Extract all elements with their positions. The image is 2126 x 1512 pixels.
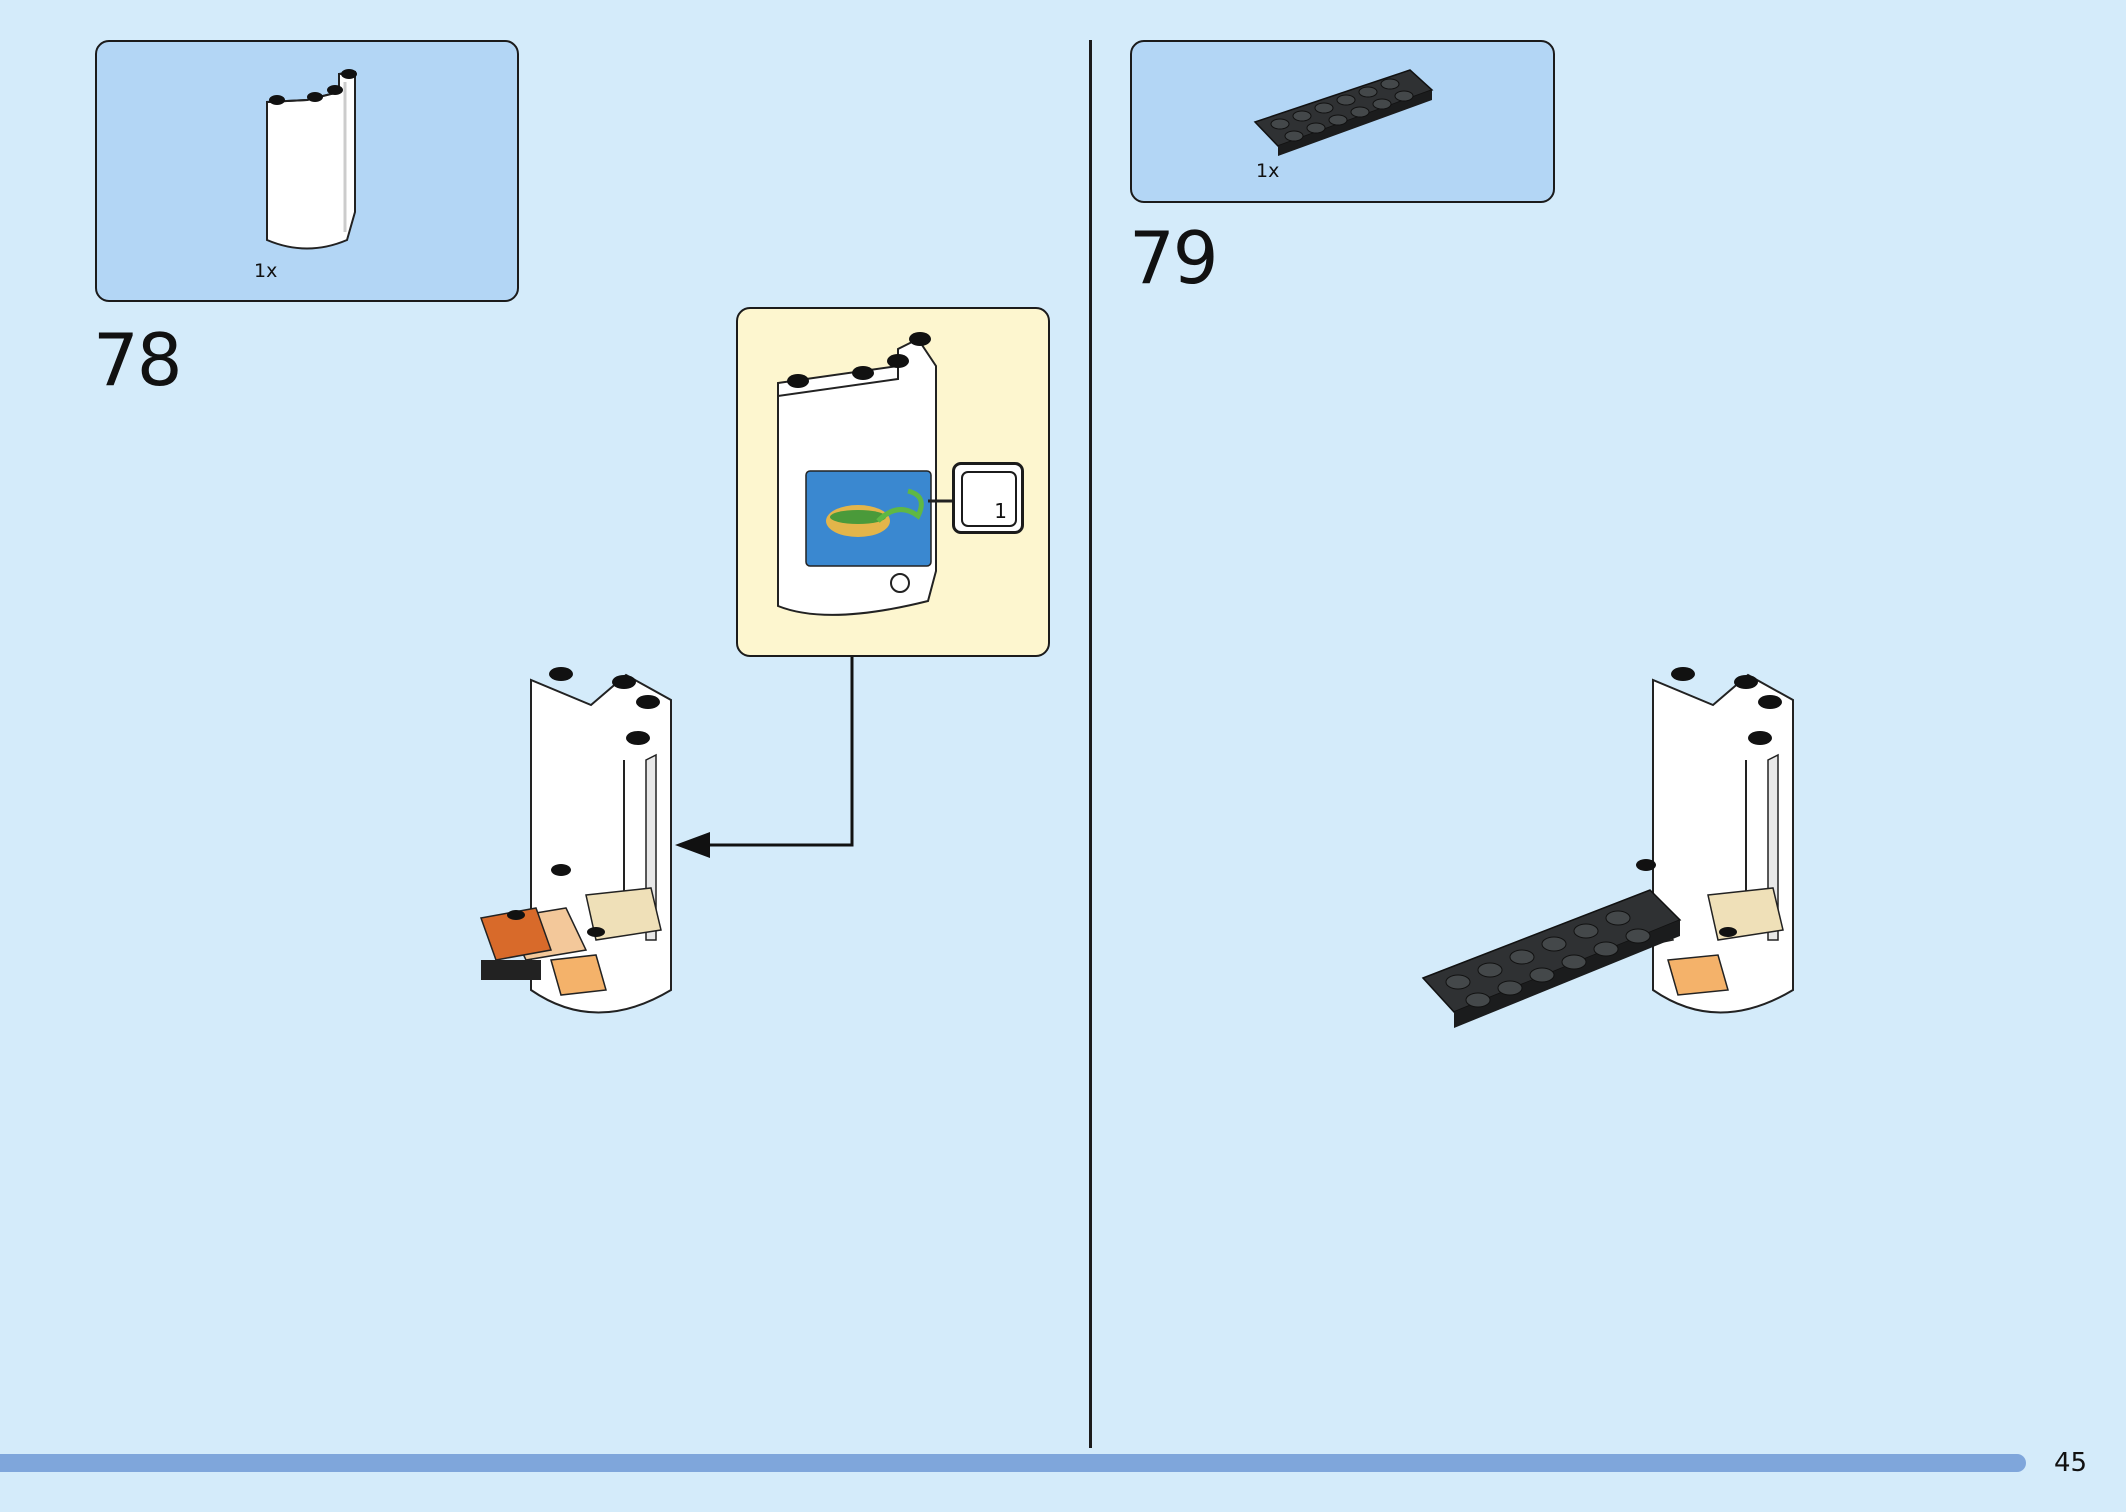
- sticker-peel-icon: [961, 471, 1017, 527]
- decorated-panel-illustration: [777, 332, 937, 616]
- curved-panel-part-icon: [266, 69, 357, 250]
- sticker-number: 1: [994, 499, 1007, 523]
- step-79-model-illustration: [1421, 667, 1794, 1028]
- step-79-parts-box: 1x: [1130, 40, 1555, 203]
- step-78-model-illustration: [479, 667, 672, 1014]
- sticker-box: 1: [952, 462, 1024, 534]
- step-number-79: 79: [1129, 216, 1219, 300]
- page-divider: [1089, 40, 1092, 1448]
- step-78-parts-box: 1x: [95, 40, 519, 302]
- part-quantity: 1x: [254, 260, 278, 282]
- callout-arrow: [675, 657, 854, 858]
- page-number: 45: [2054, 1448, 2088, 1478]
- page-progress-bar: [0, 1454, 2026, 1472]
- dark-plate-part-icon: [1253, 69, 1434, 156]
- step-number-78: 78: [93, 318, 183, 402]
- part-quantity: 1x: [1256, 160, 1280, 182]
